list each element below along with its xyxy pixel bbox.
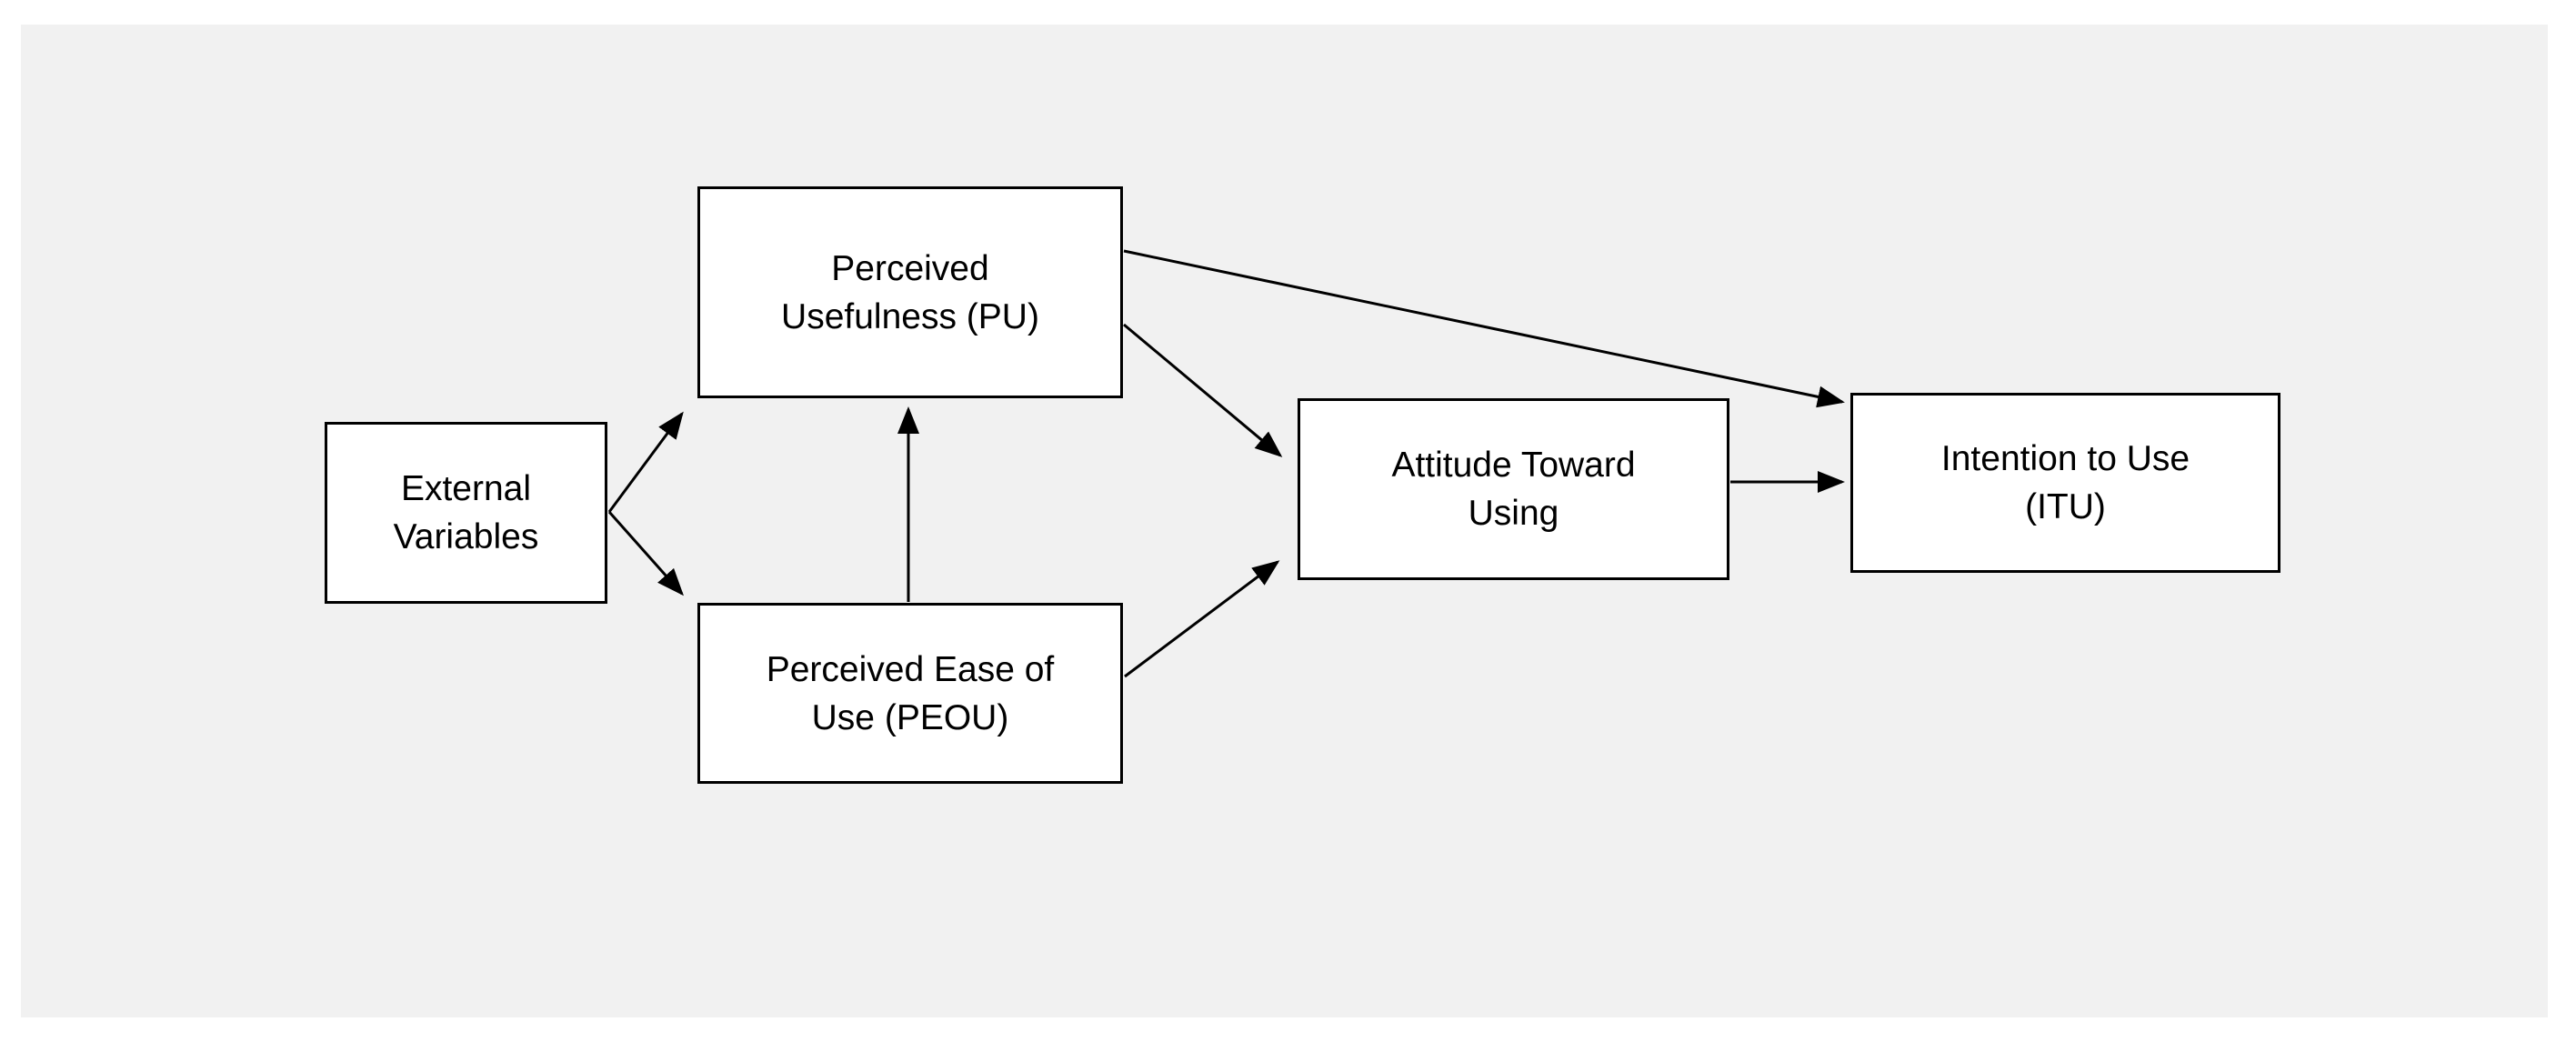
- label-line: (ITU): [2025, 487, 2106, 526]
- node-intention-to-use: Intention to Use (ITU): [1850, 393, 2280, 573]
- label-line: Usefulness (PU): [781, 296, 1039, 336]
- label-line: Perceived: [831, 248, 989, 288]
- label-line: Perceived Ease of: [766, 649, 1055, 689]
- node-label-perceived-usefulness: Perceived Usefulness (PU): [781, 245, 1039, 341]
- label-line: Use (PEOU): [811, 697, 1009, 737]
- node-label-attitude-toward-using: Attitude Toward Using: [1391, 441, 1635, 537]
- node-perceived-ease-of-use: Perceived Ease of Use (PEOU): [697, 603, 1123, 784]
- node-label-intention-to-use: Intention to Use (ITU): [1941, 435, 2190, 531]
- node-attitude-toward-using: Attitude Toward Using: [1298, 398, 1729, 580]
- label-line: External: [400, 469, 532, 508]
- label-line: Attitude Toward: [1391, 446, 1636, 485]
- node-perceived-usefulness: Perceived Usefulness (PU): [697, 186, 1123, 398]
- node-external-variables: External Variables: [325, 422, 607, 604]
- node-label-perceived-ease-of-use: Perceived Ease of Use (PEOU): [767, 646, 1055, 742]
- node-label-external-variables: External Variables: [394, 465, 539, 561]
- label-line: Intention to Use: [1940, 439, 2190, 478]
- label-line: Variables: [393, 517, 539, 556]
- label-line: Using: [1468, 494, 1559, 533]
